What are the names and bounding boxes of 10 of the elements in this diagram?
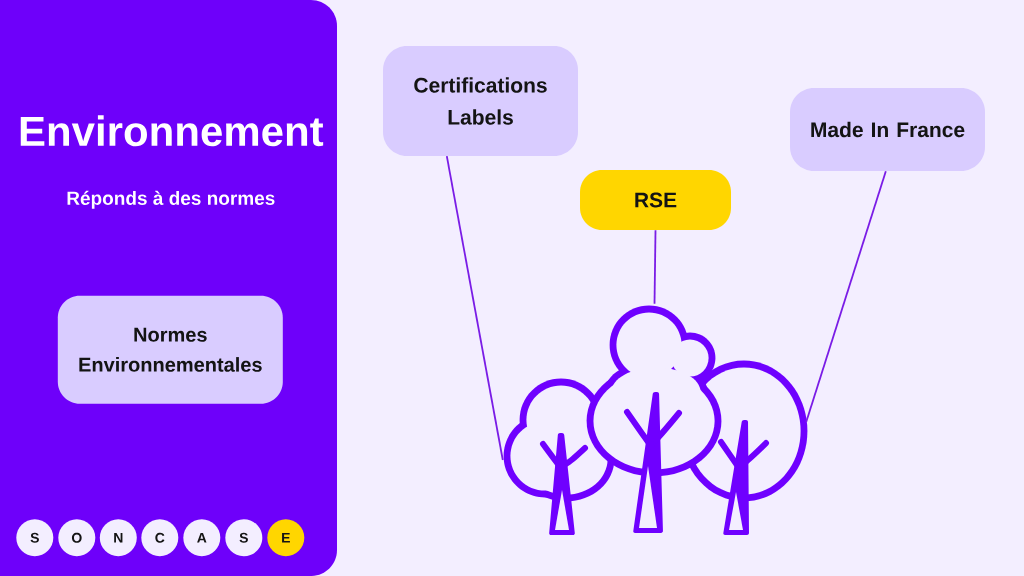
text-box: Certifications Labels [383,46,578,156]
text-box: RSE [580,170,731,230]
leader-line [805,170,887,423]
trees-picture [503,305,808,535]
subtitle: Réponds à des normes [67,190,275,209]
text-box: Normes Environnementales [57,295,283,404]
leader-line [653,229,657,305]
leader-line [445,155,504,461]
heading: Environnement [20,115,324,147]
text-box: Made In France [790,88,985,171]
